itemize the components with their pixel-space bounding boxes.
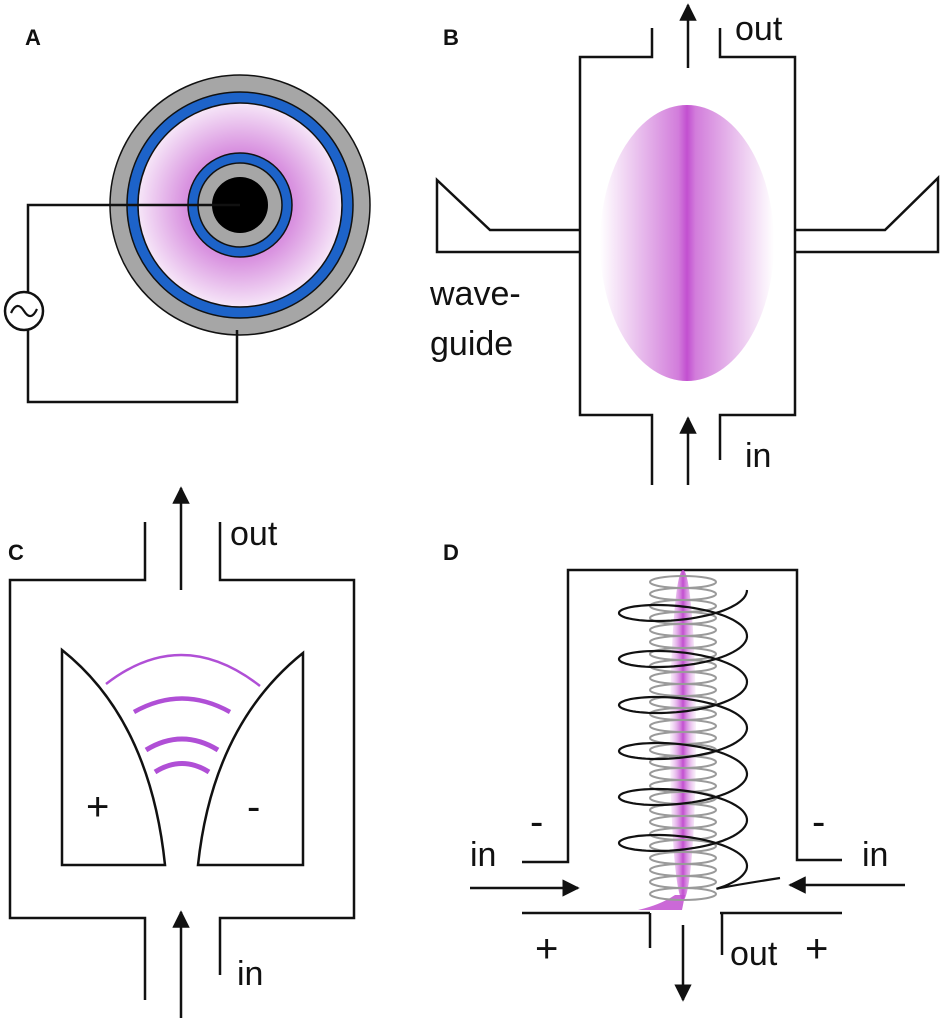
plasma-arcs [105, 653, 261, 775]
panel-c: C + - out in [8, 486, 356, 1018]
electrode-positive [60, 647, 167, 867]
panel-label-c: C [8, 540, 24, 565]
wire-bottom [26, 330, 239, 404]
inner-coil-turn [649, 887, 717, 901]
in-label-b: in [745, 437, 771, 475]
minus-sign-d-left: - [530, 800, 543, 844]
plus-sign-c: + [86, 785, 109, 829]
ac-source-icon [3, 290, 45, 332]
panel-a: A [3, 25, 371, 404]
inner-coil [649, 575, 717, 901]
minus-sign-d-right: - [812, 800, 825, 844]
panel-d: D in in - - + + out [443, 540, 905, 1002]
in-label-c: in [237, 955, 263, 993]
out-label-c: out [230, 515, 278, 553]
panel-label-d: D [443, 540, 459, 565]
wire-top [26, 203, 240, 292]
panel-label-b: B [443, 25, 459, 50]
minus-sign-c: - [247, 785, 260, 829]
in-label-d-left: in [470, 836, 496, 874]
in-label-d-right: in [862, 836, 888, 874]
chamber-right-wall [718, 28, 797, 460]
chamber-left-wall [578, 28, 654, 485]
waveguide-label-2: guide [430, 325, 513, 363]
chamber-d-walls [522, 568, 842, 864]
outer-coil-wire [617, 589, 781, 890]
out-label-b: out [735, 10, 783, 48]
plus-sign-d-right: + [805, 927, 828, 971]
electrode-negative [196, 650, 305, 867]
waveguide-left [435, 177, 580, 254]
plasma-tail [638, 895, 685, 910]
panel-b: B out in wave- guide [429, 3, 940, 485]
out-label-d: out [730, 935, 778, 973]
outer-coil [617, 589, 781, 890]
plus-sign-d-left: + [535, 927, 558, 971]
waveguide-right [795, 175, 940, 254]
waveguide-label-1: wave- [429, 275, 521, 313]
chamber-c-right-wall [218, 522, 356, 975]
chamber-c-left-wall [8, 522, 147, 1000]
panel-label-a: A [25, 25, 41, 50]
plasma-ellipse [600, 105, 774, 381]
